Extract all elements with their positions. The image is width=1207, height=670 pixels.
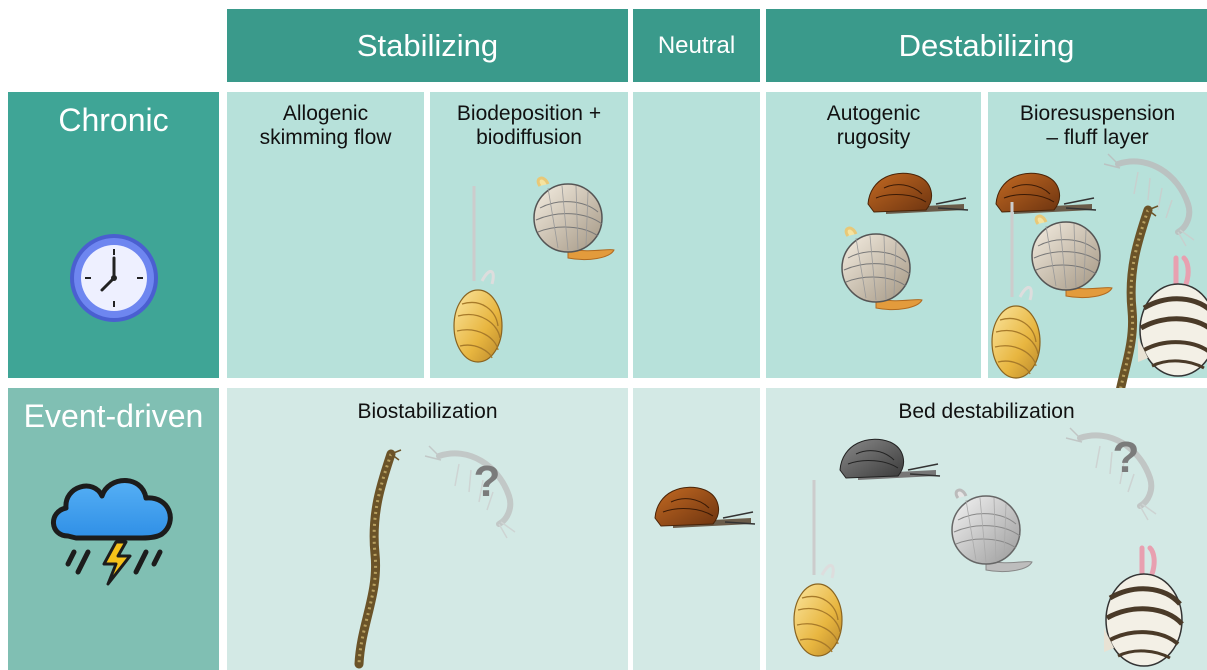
row-label-chronic: Chronic: [8, 92, 219, 378]
mud-snail-grey-icon: [838, 434, 942, 482]
unknown-marker: ?: [1113, 433, 1140, 482]
mud-snail-icon: [653, 482, 757, 530]
cell-bioresuspension-title: Bioresuspension – fluff layer: [988, 102, 1207, 150]
unknown-marker: ?: [474, 457, 501, 506]
cell-biostabilization-title: Biostabilization: [227, 400, 628, 424]
header-destabilizing: Destabilizing: [766, 9, 1207, 82]
storm-cloud-icon: [46, 468, 186, 588]
question-mark-icon: ?: [1106, 432, 1146, 482]
cell-bioresuspension-fluff-layer: Bioresuspension – fluff layer: [988, 92, 1207, 378]
header-neutral-label: Neutral: [658, 32, 735, 60]
clock-icon: [66, 230, 162, 326]
cell-neutral-chronic: [633, 92, 760, 378]
header-destabilizing-label: Destabilizing: [899, 28, 1075, 64]
cockle-clam-icon: [836, 228, 926, 312]
tellinid-bivalve-icon: [452, 186, 502, 366]
striped-clam-icon: [1138, 258, 1207, 378]
cell-allogenic-skimming-flow: Allogenic skimming flow: [227, 92, 424, 378]
question-mark-icon: ?: [467, 456, 507, 506]
cell-allogenic-title: Allogenic skimming flow: [227, 102, 424, 150]
cell-bed-destabilization-title: Bed destabilization: [766, 400, 1207, 424]
cell-autogenic-rugosity: Autogenic rugosity: [766, 92, 981, 378]
header-stabilizing: Stabilizing: [227, 9, 628, 82]
cockle-clam-grey-icon: [946, 490, 1036, 574]
cockle-clam-icon: [528, 178, 618, 262]
header-neutral: Neutral: [633, 9, 760, 82]
polychaete-worm-icon: [351, 454, 407, 668]
cell-bed-destabilization: Bed destabilization ?: [766, 388, 1207, 670]
cell-biodeposition-title: Biodeposition + biodiffusion: [430, 102, 628, 150]
cell-neutral-event: [633, 388, 760, 670]
cell-biodeposition-biodiffusion: Biodeposition + biodiffusion: [430, 92, 628, 378]
row-label-event-text: Event-driven: [8, 398, 219, 435]
striped-clam-icon: [1104, 548, 1184, 668]
tellinid-bivalve-icon: [990, 202, 1040, 382]
cell-biostabilization: Biostabilization ?: [227, 388, 628, 670]
cell-autogenic-title: Autogenic rugosity: [766, 102, 981, 150]
tellinid-bivalve-icon: [792, 480, 842, 660]
mud-snail-icon: [866, 168, 970, 216]
row-label-event-driven: Event-driven: [8, 388, 219, 670]
row-label-chronic-text: Chronic: [8, 102, 219, 139]
header-stabilizing-label: Stabilizing: [357, 28, 498, 64]
